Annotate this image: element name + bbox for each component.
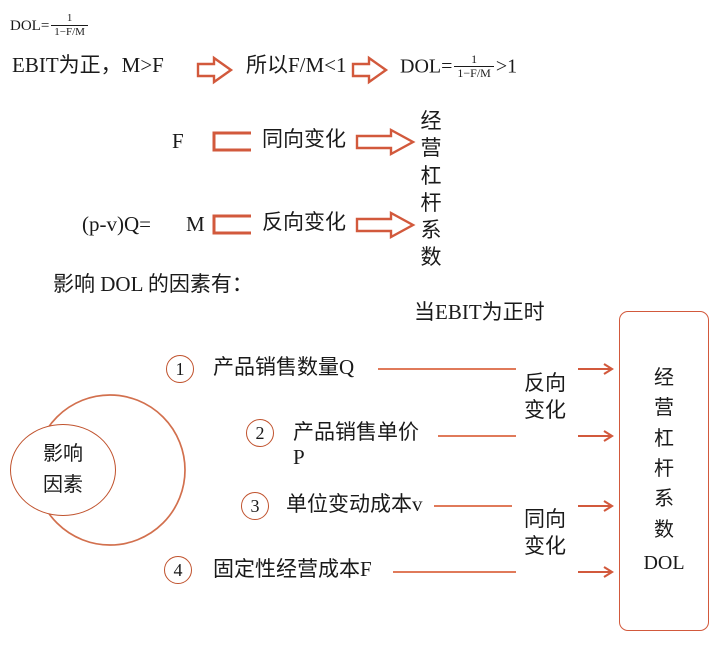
result-box-char-5: 数 [654,518,674,541]
direction-label-same: 同向 变化 [524,508,566,561]
relations-target-char-4: 系 [420,218,442,243]
reasoning-conclusion-1: 所以F/M<1 [246,53,347,77]
dol-formula-lhs: DOL= [10,18,50,35]
direction-label-reverse: 反向 变化 [524,372,566,425]
hollow-right-arrow-icon-3 [355,127,416,157]
factor-node-1-number: 1 [175,358,185,379]
direction-label-reverse-line2: 变化 [524,397,566,422]
factor-node-4[interactable]: 4 [164,556,192,584]
factor-label-4-line1: 固定性经营成本F [213,557,372,581]
factor-node-3[interactable]: 3 [241,492,269,520]
condition-note: 当EBIT为正时 [414,300,545,324]
hollow-right-arrow-icon [196,55,234,85]
hub-node: 影响 因素 [10,424,116,516]
hub-label-line1: 影响 [43,443,83,465]
relation-change-2: 反向变化 [262,210,346,234]
dol-conclusion-numerator: 1 [471,52,478,66]
factor-label-2-line2: P [293,444,305,469]
reasoning-premise: EBIT为正，M>F [12,53,164,77]
relations-target-char-1: 营 [420,136,442,161]
result-box-char-3: 杆 [654,458,674,480]
relations-target-char-2: 杠 [420,163,442,188]
relation-variable-m: M [186,212,205,236]
factor-label-4: 固定性经营成本F [213,558,372,581]
relation-change-1: 同向变化 [262,127,346,151]
factor-label-3: 单位变动成本v [286,493,423,516]
hollow-right-arrow-icon-2 [351,55,389,85]
result-box-char-0: 经 [654,366,674,389]
dol-conclusion-lhs: DOL= [400,55,453,78]
relations-target-char-3: 杆 [420,190,442,215]
relations-target-char-5: 数 [420,245,442,270]
direction-label-same-line1: 同向 [524,507,566,531]
relations-target-char-0: 经 [420,109,442,133]
dol-conclusion-rhs: >1 [495,55,518,78]
bracket-icon [212,131,251,152]
factor-label-1: 产品销售数量Q [213,356,354,379]
result-box-char-2: 杠 [654,427,674,450]
factor-node-2[interactable]: 2 [246,419,274,447]
direction-label-reverse-line1: 反向 [524,371,566,395]
factor-label-3-line1: 单位变动成本v [286,492,423,516]
factor-label-2: 产品销售单价 P [293,421,419,470]
result-box-char-4: 系 [654,488,674,511]
relation-variable-expr: (p-v)Q= [82,212,151,236]
factor-node-2-number: 2 [255,422,265,443]
result-box: 经 营 杠 杆 系 数 DOL [619,311,709,631]
relation-variable-f: F [172,129,184,153]
dol-formula-denominator: 1−F/M [51,24,88,39]
section-title: 影响 DOL 的因素有： [53,272,253,296]
result-box-abbr: DOL [643,552,685,575]
relations-target-text: 经 营 杠 杆 系 数 [418,108,444,272]
factor-node-3-number: 3 [250,495,260,516]
factor-node-1[interactable]: 1 [166,355,194,383]
factor-label-2-line1: 产品销售单价 [293,420,419,444]
hub-label-line2: 因素 [43,474,83,496]
hollow-right-arrow-icon-4 [355,210,416,240]
dol-formula-numerator: 1 [66,12,73,24]
dol-conclusion-denominator: 1−F/M [454,65,494,81]
factor-node-4-number: 4 [173,559,183,580]
bracket-icon-2 [212,214,251,235]
direction-label-same-line2: 变化 [524,533,566,558]
factor-label-1-line1: 产品销售数量Q [213,355,355,379]
result-box-char-1: 营 [654,397,674,420]
